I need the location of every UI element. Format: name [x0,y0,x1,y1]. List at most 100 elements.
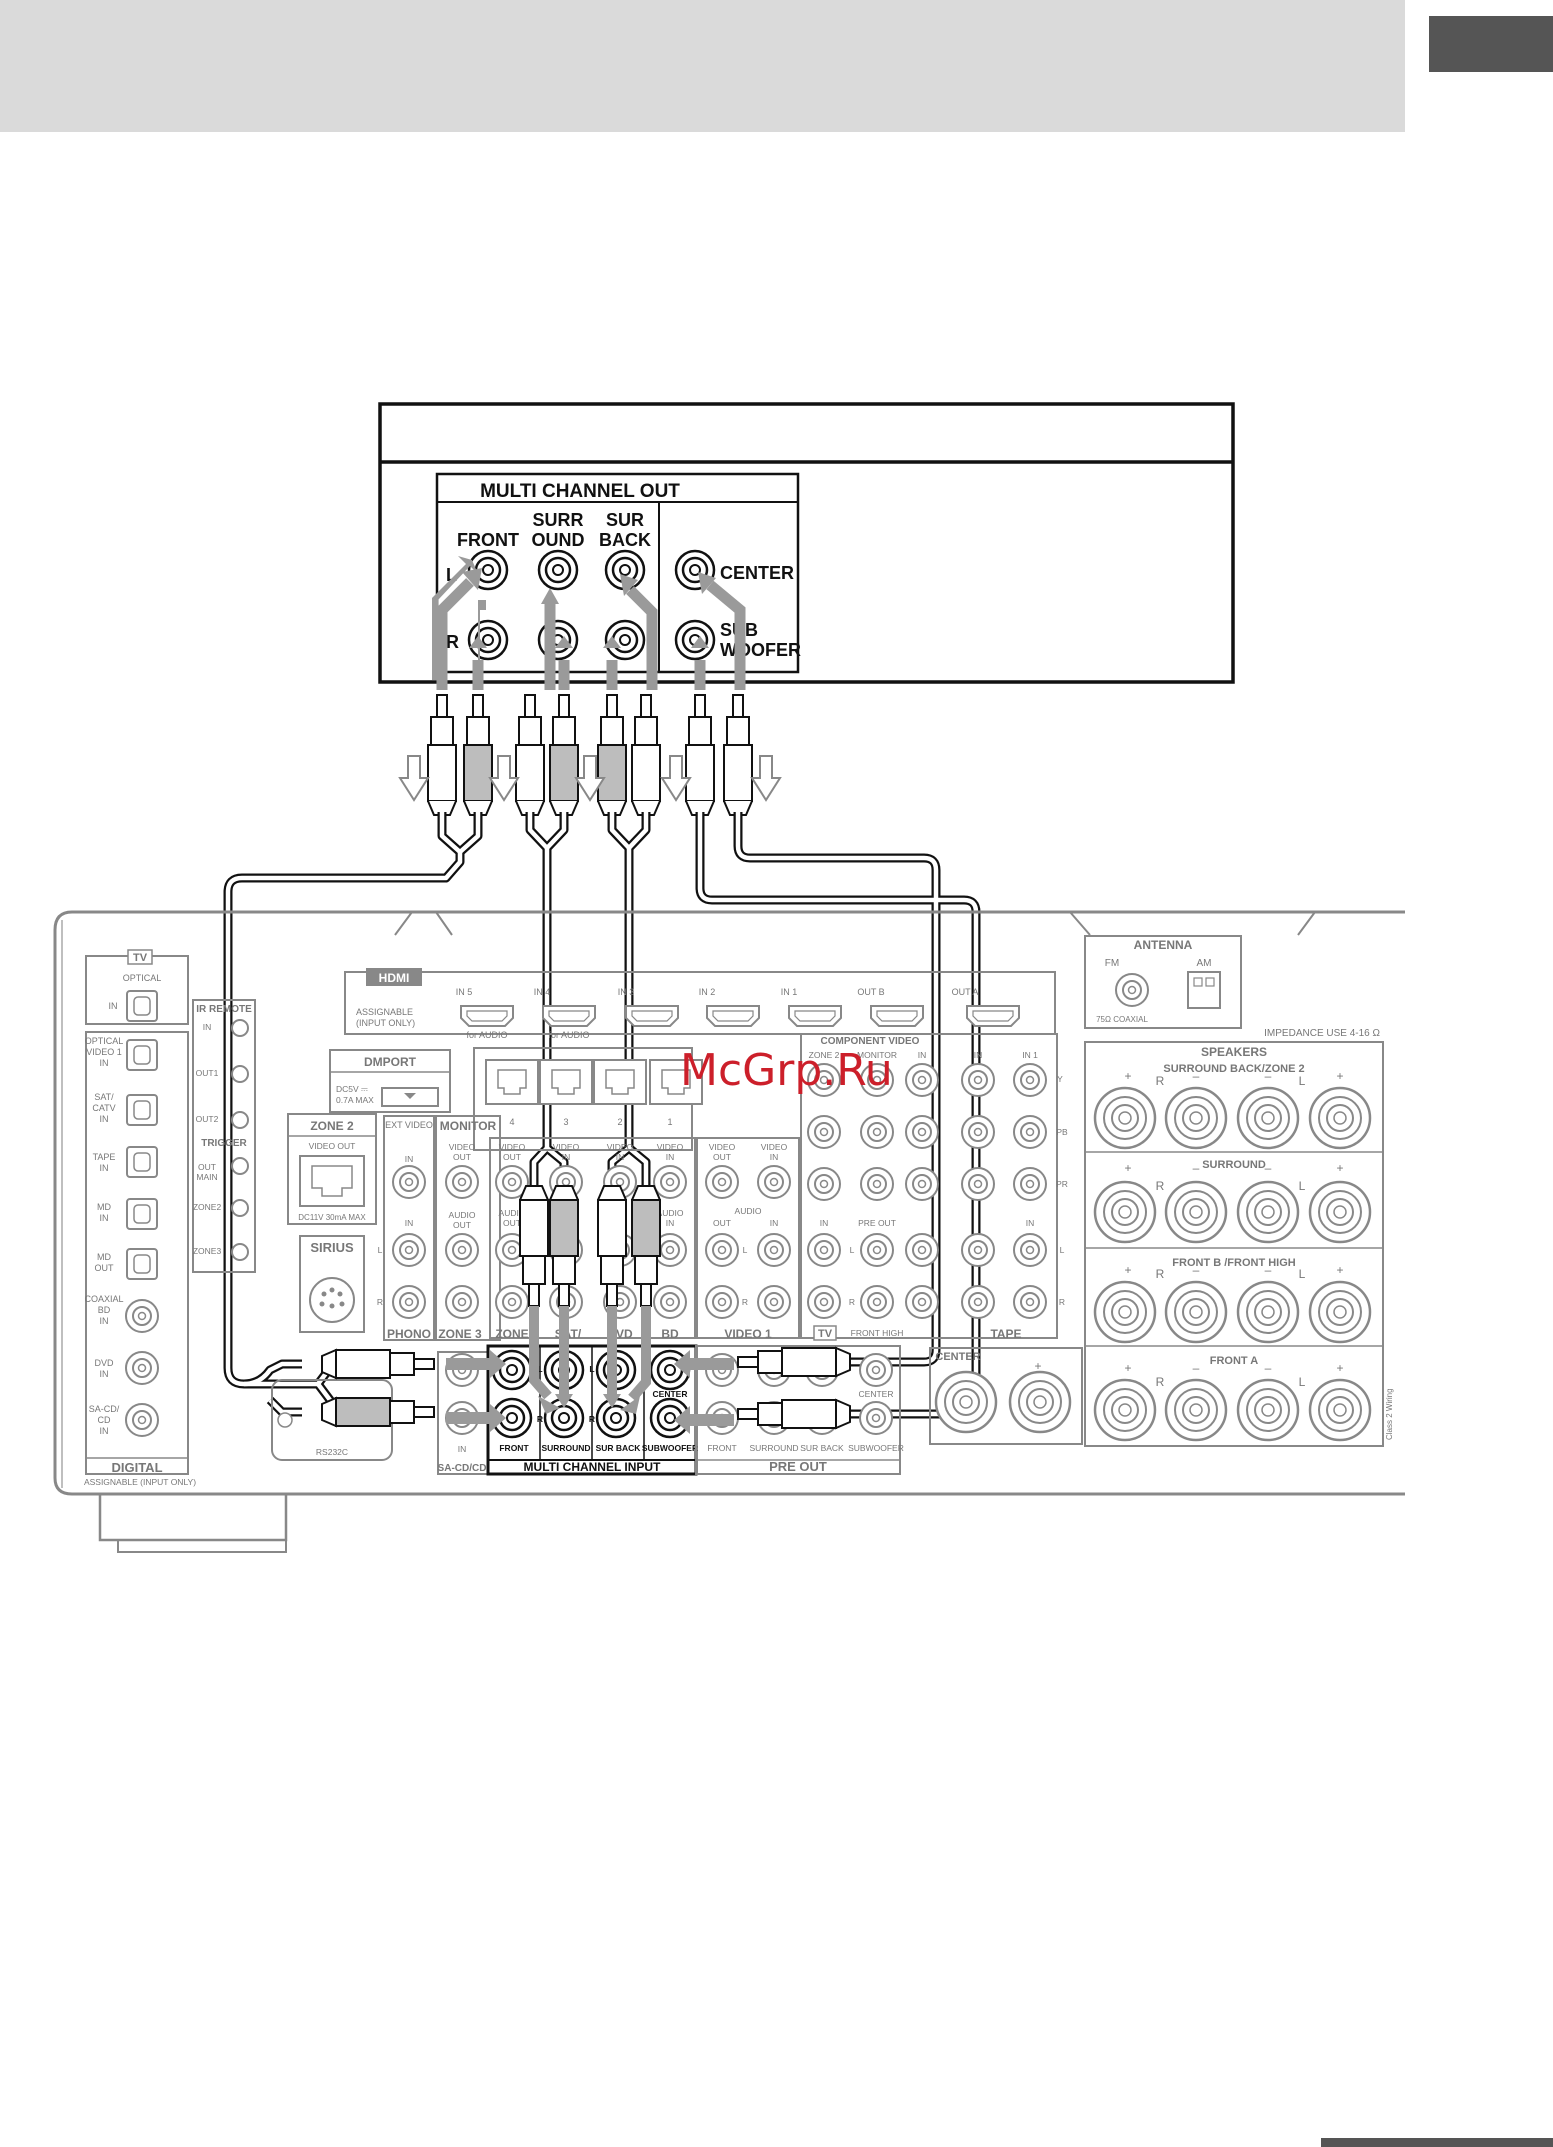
front-a-label: FRONT A [1210,1355,1259,1367]
antenna-label: ANTENNA [1134,938,1193,952]
digital-sublabel: ASSIGNABLE (INPUT ONLY) [84,1477,196,1487]
svg-text:1: 1 [667,1117,672,1127]
svg-text:ZONE3: ZONE3 [193,1246,222,1256]
svg-text:IN: IN [100,1369,109,1379]
dmport-power-1: DC5V ⎓ [336,1084,368,1094]
svg-text:IN 2: IN 2 [699,987,716,997]
svg-text:R: R [849,1297,855,1307]
svg-text:IN: IN [770,1218,779,1228]
svg-text:IN 1: IN 1 [781,987,798,997]
ext-video-label: EXT VIDEO [385,1120,433,1130]
svg-text:R: R [1156,1267,1165,1281]
svg-text:R: R [1156,1074,1165,1088]
svg-text:BD: BD [661,1327,679,1341]
tape-label: TAPE [990,1327,1021,1341]
surround-speaker-label: SURROUND [1202,1159,1266,1171]
svg-text:for AUDIO: for AUDIO [548,1030,589,1040]
monitor-label: MONITOR [440,1119,497,1133]
player-row-l: L [446,565,457,585]
svg-text:IN: IN [203,1022,212,1032]
sacd-cd-label: SA-CD/CD [438,1463,487,1474]
player-sur-back-label-1: SUR [606,510,644,530]
svg-text:L: L [743,1245,748,1255]
svg-text:+: + [1336,1161,1343,1175]
svg-text:R: R [1156,1179,1165,1193]
svg-text:–: – [1265,1161,1272,1175]
svg-text:VIDEO: VIDEO [607,1142,634,1152]
watermark: McGrp.Ru [680,1045,893,1096]
svg-text:IN: IN [820,1218,829,1228]
svg-text:SURROUND: SURROUND [541,1443,590,1453]
fm-coaxial: 75Ω COAXIAL [1096,1015,1148,1024]
footer-bar [1321,2138,1553,2147]
zone3-label: ZONE 3 [438,1327,482,1341]
svg-text:SA-CD/: SA-CD/ [89,1404,120,1414]
svg-text:4: 4 [509,1117,514,1127]
svg-text:IN: IN [918,1050,927,1060]
svg-text:VIDEO: VIDEO [553,1142,580,1152]
svg-text:IN: IN [974,1050,983,1060]
svg-text:Y: Y [1057,1074,1063,1084]
signal-arrows [436,578,746,690]
player-row-r: R [446,632,459,652]
svg-text:+: + [1336,1361,1343,1375]
svg-text:IN 1: IN 1 [1022,1050,1038,1060]
svg-text:OUT: OUT [453,1220,471,1230]
svg-text:MD: MD [97,1252,111,1262]
trigger-label: TRIGGER [201,1138,247,1149]
ir-remote-label: IR REMOTE [196,1004,252,1015]
svg-text:FRONT: FRONT [499,1443,529,1453]
svg-text:PR: PR [1056,1179,1068,1189]
svg-text:R: R [589,1414,595,1424]
rs232c-label: RS232C [316,1447,348,1457]
video1-label: VIDEO 1 [724,1327,772,1341]
svg-text:IN 5: IN 5 [456,987,473,997]
front-b-label: FRONT B /FRONT HIGH [1172,1257,1295,1269]
svg-text:+: + [1034,1359,1041,1373]
surround-back-zone2-label: SURROUND BACK/ZONE 2 [1163,1063,1304,1075]
svg-text:IN: IN [405,1218,414,1228]
svg-text:for AUDIO: for AUDIO [466,1030,507,1040]
dmport-label: DMPORT [364,1055,417,1069]
svg-text:FRONT: FRONT [707,1443,736,1453]
svg-text:AUDIO: AUDIO [735,1206,762,1216]
multi-channel-input-title: MULTI CHANNEL INPUT [524,1460,662,1474]
svg-text:OUT A: OUT A [952,987,979,997]
player-center-label: CENTER [720,563,794,583]
svg-text:FRONT HIGH: FRONT HIGH [851,1328,904,1338]
svg-text:+: + [1124,1361,1131,1375]
svg-text:–: – [1193,1069,1200,1083]
svg-text:TAPE: TAPE [93,1152,116,1162]
header-band [0,0,1405,132]
svg-text:–: – [1265,1263,1272,1277]
svg-text:IN: IN [666,1218,675,1228]
svg-text:–: – [1193,1263,1200,1277]
component-video-label: COMPONENT VIDEO [821,1036,920,1047]
svg-text:IN: IN [100,1058,109,1068]
svg-text:OUT: OUT [503,1218,521,1228]
svg-text:OUT1: OUT1 [196,1068,219,1078]
svg-text:ZONE 2: ZONE 2 [809,1050,840,1060]
svg-text:IN: IN [666,1152,675,1162]
svg-text:IN 3: IN 3 [618,987,635,997]
signal-arrows-receiver-2 [529,1306,651,1402]
player-front-label: FRONT [457,530,519,550]
arrow-heads [462,568,716,648]
svg-text:IN: IN [100,1426,109,1436]
svg-text:L: L [1299,1179,1306,1193]
svg-text:IN: IN [562,1152,571,1162]
svg-text:R: R [1156,1375,1165,1389]
svg-text:VIDEO: VIDEO [449,1142,476,1152]
svg-text:SUBWOOFER: SUBWOOFER [642,1443,698,1453]
svg-text:–: – [1193,1361,1200,1375]
svg-text:+: + [1124,1161,1131,1175]
svg-text:SUBWOOFER: SUBWOOFER [848,1443,904,1453]
svg-text:+: + [1336,1263,1343,1277]
svg-text:IN: IN [100,1316,109,1326]
svg-text:IN: IN [1026,1218,1035,1228]
tv-section-label: TV [818,1328,833,1340]
svg-text:MONITOR: MONITOR [857,1050,897,1060]
svg-text:L: L [1299,1375,1306,1389]
